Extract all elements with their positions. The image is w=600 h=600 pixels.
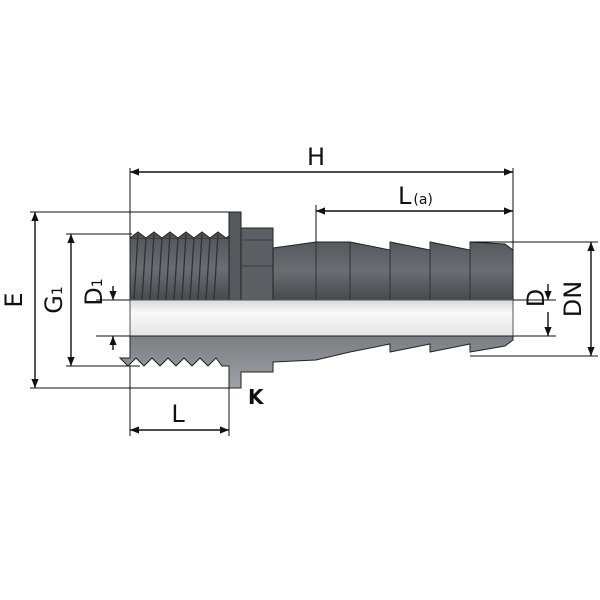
hose-barbs	[272, 241, 514, 301]
bore	[129, 299, 514, 337]
thread-lines	[133, 233, 219, 301]
thread-profile-top	[129, 231, 238, 239]
dimension-lines	[30, 168, 598, 436]
lower-section	[118, 335, 514, 389]
thread-section	[129, 237, 230, 301]
dimension-labels: H L(a) E G1 D1 D DN K L	[0, 143, 587, 428]
label-D: D	[522, 289, 550, 307]
label-L: L	[171, 400, 185, 428]
fitting-body	[118, 211, 514, 389]
label-E: E	[0, 292, 28, 307]
label-La: L(a)	[398, 182, 433, 210]
label-H: H	[307, 143, 325, 171]
label-K: K	[248, 385, 265, 409]
label-DN: DN	[559, 281, 587, 317]
label-G1: G1	[40, 286, 68, 314]
hex-nut	[240, 227, 274, 301]
label-D1: D1	[80, 278, 108, 305]
flange	[228, 211, 242, 301]
